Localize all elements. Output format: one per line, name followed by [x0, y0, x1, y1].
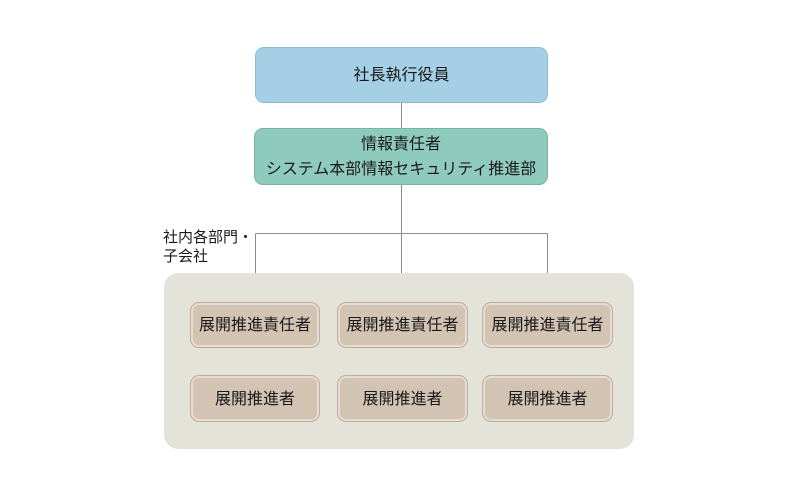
group-label: 社内各部門・ 子会社 — [163, 228, 253, 266]
info-officer-department: システム本部情報セキュリティ推進部 — [265, 158, 537, 178]
node-deploy-promoter-3: 展開推進者 — [482, 375, 613, 422]
node-deploy-manager-1: 展開推進責任者 — [190, 302, 320, 348]
node-deploy-manager-3: 展開推進責任者 — [482, 302, 613, 348]
node-deploy-promoter-2: 展開推進者 — [337, 375, 468, 422]
group-label-line1: 社内各部門・ — [163, 228, 254, 246]
node-deploy-manager-2: 展開推進責任者 — [337, 302, 468, 348]
group-label-line2: 子会社 — [163, 246, 209, 265]
node-info-officer: 情報責任者 システム本部情報セキュリティ推進部 — [254, 128, 548, 185]
node-president: 社長執行役員 — [255, 47, 548, 103]
node-deploy-promoter-1: 展開推進者 — [190, 375, 320, 422]
info-officer-title: 情報責任者 — [360, 133, 441, 153]
group-panel — [164, 273, 634, 449]
